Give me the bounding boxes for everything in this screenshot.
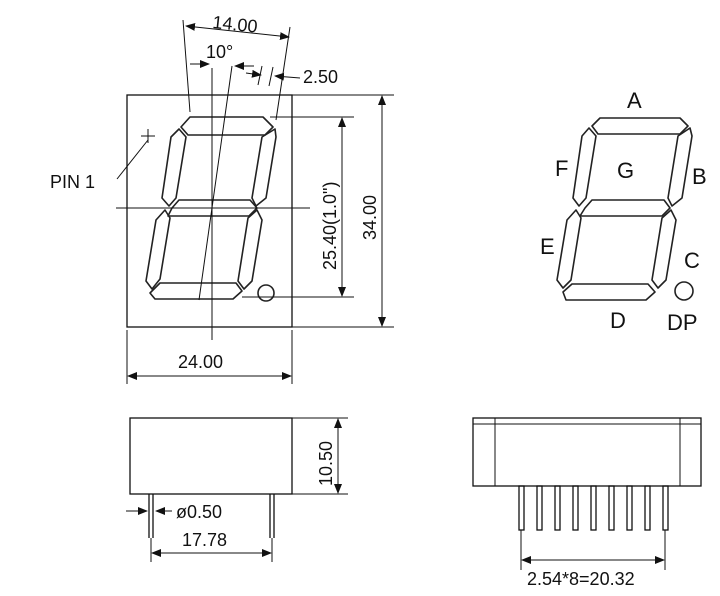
map-decimal-point (674, 281, 694, 301)
label-segment-a: A (627, 88, 642, 113)
front-segment-f (161, 128, 187, 207)
map-segment-a (591, 117, 689, 135)
front-digit (145, 116, 277, 302)
front-segment-d (149, 282, 243, 300)
dim-body-thickness: 10.50 (316, 441, 336, 486)
dim-digit-height: 25.40(1.0") (320, 182, 340, 270)
dim-segment-width: 2.50 (303, 67, 338, 87)
front-segment-e (145, 209, 171, 290)
bottom-pin (518, 485, 525, 531)
bottom-body-outline (472, 417, 702, 487)
front-view: PIN 1 14.00 10° 2.50 25.40(1.0") 34.00 2… (50, 12, 394, 384)
segment-map: A F G B E C D DP (540, 88, 707, 335)
bottom-pin (662, 485, 669, 531)
map-segment-g (579, 199, 671, 217)
display-body-outline (126, 94, 293, 328)
label-segment-e: E (540, 234, 555, 259)
bottom-pin (644, 485, 651, 531)
map-segment-f (572, 127, 597, 207)
label-segment-f: F (555, 156, 568, 181)
dim250-arrow-left (245, 69, 262, 78)
dim250-arrow-right (274, 72, 301, 81)
dim14-ext-left (182, 19, 191, 113)
label-segment-g: G (617, 158, 634, 183)
map-segment-e (556, 209, 582, 289)
front-segment-b (251, 128, 277, 207)
label-segment-d: D (610, 308, 626, 333)
dim-body-width: 24.00 (178, 352, 223, 372)
front-segment-c (237, 209, 263, 290)
bottom-pin (536, 485, 543, 531)
dim-pin-pitch: 2.54*8=20.32 (527, 569, 635, 589)
slant-axis-line (198, 65, 233, 301)
label-segment-dp: DP (667, 310, 698, 335)
bottom-pin (590, 485, 597, 531)
front-decimal-point (257, 284, 275, 302)
map-segment-c (651, 209, 677, 289)
dim-body-height: 34.00 (360, 195, 380, 240)
map-segment-d (562, 283, 656, 301)
bottom-pin (572, 485, 579, 531)
bottom-pins (518, 485, 669, 531)
pin1-leader (116, 139, 149, 180)
dim-pin-span: 17.78 (182, 530, 227, 550)
dim14-line (185, 22, 290, 41)
map-segment-b (667, 127, 693, 207)
dim250-tick-a (257, 65, 263, 86)
dim-digit-width: 14.00 (212, 12, 259, 37)
side-body-outline (129, 417, 293, 495)
label-segment-c: C (684, 248, 700, 273)
bottom-pin (626, 485, 633, 531)
bottom-pin (554, 485, 561, 531)
label-segment-b: B (692, 164, 707, 189)
side-view: 10.50 ø0.50 17.78 (126, 417, 348, 562)
dim-slant-angle: 10° (206, 42, 233, 62)
pin1-label: PIN 1 (50, 172, 95, 192)
bottom-view: 2.54*8=20.32 (472, 417, 702, 589)
front-segment-a (180, 116, 274, 136)
dim-pin-diameter: ø0.50 (176, 502, 222, 522)
dim14-ext-right (275, 26, 291, 121)
bottom-pin (608, 485, 615, 531)
dim250-tick-b (268, 66, 274, 87)
